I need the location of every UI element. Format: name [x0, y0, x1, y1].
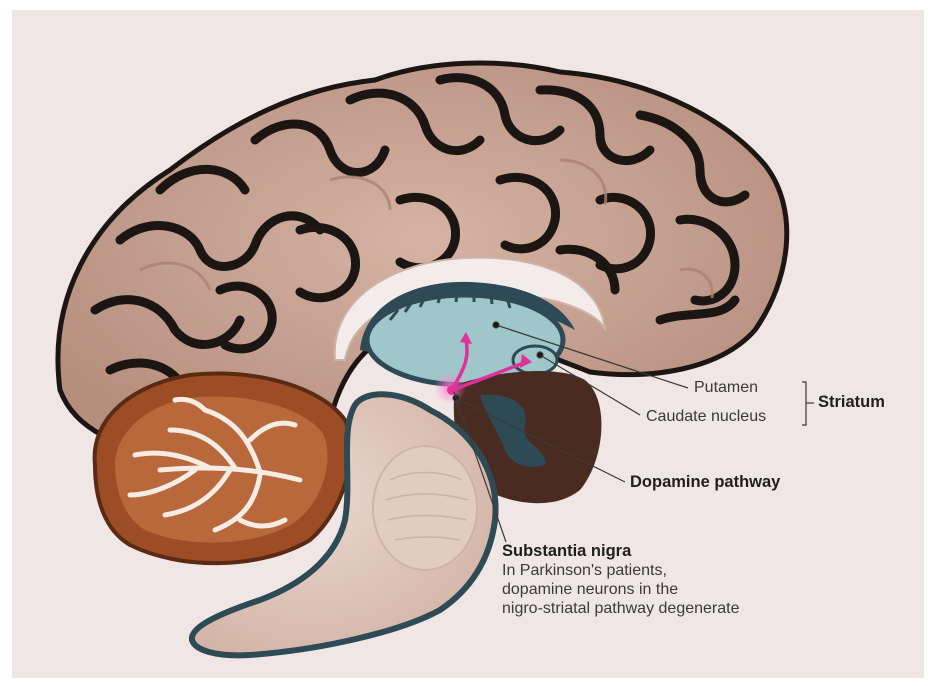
description-line: nigro-striatal pathway degenerate	[502, 599, 739, 618]
label-caudate-nucleus: Caudate nucleus	[646, 407, 766, 426]
label-dopamine-pathway: Dopamine pathway	[630, 473, 780, 492]
label-substantia-nigra: Substantia nigra	[502, 541, 739, 561]
description-line: dopamine neurons in the	[502, 580, 739, 599]
caudate-head	[513, 346, 557, 374]
substantia-nigra-dot	[447, 385, 457, 395]
label-putamen: Putamen	[694, 378, 758, 397]
substantia-nigra-annotation: Substantia nigra In Parkinson's patients…	[502, 541, 739, 618]
pons	[373, 446, 477, 570]
label-striatum: Striatum	[818, 393, 885, 412]
description-line: In Parkinson's patients,	[502, 561, 739, 580]
